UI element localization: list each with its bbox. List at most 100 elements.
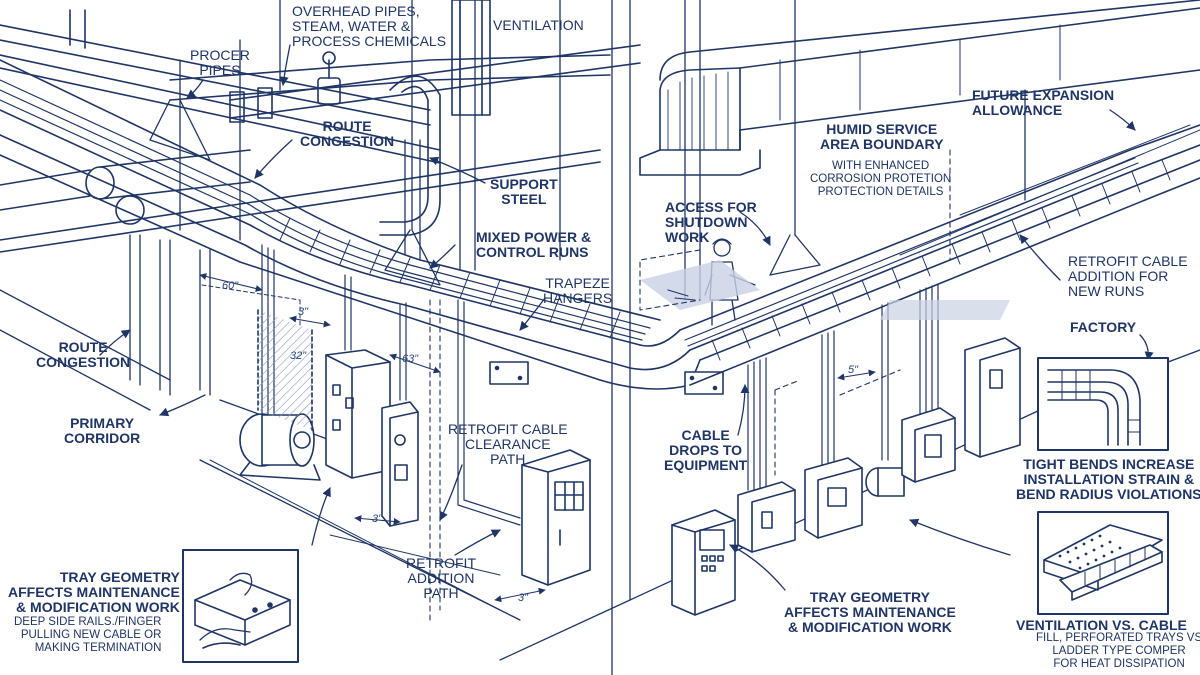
dim-60: 60" (222, 280, 239, 292)
procer-line-2: PIPES (199, 62, 241, 78)
future-expansion-label: FUTURE EXPANSION ALLOWANCE (972, 88, 1114, 118)
access-line-3: WORK (665, 229, 710, 245)
tray-mid-line-2: AFFECTS MAINTENANCE (784, 604, 956, 620)
humid-title-line-2: AREA BOUNDARY (820, 136, 944, 152)
tray-rungs-left (279, 217, 621, 339)
primary-corridor-label: PRIMARY CORRIDOR (64, 416, 140, 446)
dim-32: 32" (290, 350, 307, 362)
retrofit-add-line-1: RETROFIT (406, 555, 476, 571)
vent-desc-line-3: FOR HEAT DISSIPATION (1053, 658, 1185, 670)
ventilation-vs-cable-title: VENTILATION VS. CABLE (1016, 617, 1187, 633)
retrofit-clear-line-2: CLEARANCE (464, 436, 551, 452)
trapeze-line-2: HANGERS (543, 290, 613, 306)
dim-63: 63" (402, 353, 419, 365)
tools (667, 289, 696, 301)
retrofit-clearance-label: RETROFIT CABLE CLEARANCE PATH (448, 422, 568, 467)
tray-left-title-line-1: TRAY GEOMETRY (59, 569, 180, 585)
support-line-1: SUPPORT (490, 176, 558, 192)
tray-geometry-left-title: TRAY GEOMETRY AFFECTS MAINTENANCE & MODI… (8, 570, 180, 615)
dim-5: 5" (848, 364, 859, 376)
cable-drops-line-3: EQUIPMENT (664, 457, 748, 473)
control-panel-mid (381, 401, 419, 527)
operator-console (671, 509, 736, 616)
retrofit-add-line-2: ADDITION (407, 570, 475, 586)
humid-title-line-1: HUMID SERVICE (826, 121, 938, 137)
primary-line-1: PRIMARY (70, 415, 135, 431)
tray-geometry-left-desc: DEEP SIDE RAILS./FINGER PULLING NEW CABL… (14, 616, 161, 655)
retrofit-new-line-3: NEW RUNS (1068, 283, 1145, 299)
route-left-line-1: ROUTE (58, 339, 108, 355)
support-steel-label: SUPPORT STEEL (490, 177, 558, 207)
dim-3a: 3" (298, 306, 309, 318)
ventilation-label: VENTILATION (493, 17, 584, 33)
mixed-line-1: MIXED POWER & (476, 229, 592, 245)
inset-ventilation (1037, 511, 1169, 615)
clearance-dashes (429, 149, 951, 621)
route-congestion-top-label: ROUTE CONGESTION (300, 119, 394, 149)
trapeze-line-1: TRAPEZE (545, 275, 610, 291)
primary-line-2: CORRIDOR (64, 430, 141, 446)
vent-desc-line-2: LADDER TYPE COMPER (1052, 645, 1186, 657)
retrofit-add-line-3: PATH (423, 585, 459, 601)
route-top-line-2: CONGESTION (300, 133, 395, 149)
ventilation-duct (451, 0, 1200, 176)
tray-left-title-line-3: & MODIFICATION WORK (16, 599, 180, 615)
inset-left-tray-detail (182, 549, 299, 663)
access-line-2: SHUTDOWN (665, 214, 748, 230)
tray-left-desc-line-3: MAKING TERMINATION (34, 642, 162, 654)
dimension-lines (199, 273, 876, 611)
overhead-line-2: STEAM, WATER & (292, 18, 411, 34)
cable-drops-label: CABLE DROPS TO EQUIPMENT (664, 428, 747, 473)
tray-left-desc-line-2: PULLING NEW CABLE OR (20, 629, 162, 641)
cable-drops-line-1: CABLE (681, 427, 730, 443)
procer-pipes-label: PROCER PIPES (190, 48, 250, 78)
humid-desc-line-3: PROTECTION DETAILS (817, 186, 944, 198)
future-line-2: ALLOWANCE (972, 102, 1063, 118)
tight-bends-label: TIGHT BENDS INCREASE INSTALLATION STRAIN… (1016, 457, 1200, 502)
inset-tight-bends (1037, 357, 1169, 451)
access-shutdown-label: ACCESS FOR SHUTDOWN WORK (665, 200, 757, 245)
tray-left-desc-line-1: DEEP SIDE RAILS./FINGER (14, 616, 162, 628)
access-line-1: ACCESS FOR (665, 199, 757, 215)
procer-line-1: PROCER (190, 47, 250, 63)
vent-desc-line-1: FILL, PERFORATED TRAYS VS (1036, 632, 1200, 644)
route-top-line-1: ROUTE (322, 118, 372, 134)
overhead-pipes-label: OVERHEAD PIPES, STEAM, WATER & PROCESS C… (292, 4, 446, 49)
main-cable-tray-left-run (0, 59, 661, 381)
dim-3c: 3" (518, 592, 529, 604)
tight-line-3: BEND RADIUS VIOLATIONS (1016, 486, 1200, 502)
overhead-pipes (0, 9, 641, 253)
retrofit-clear-line-3: PATH (490, 451, 526, 467)
junction-boxes-right (737, 337, 1021, 553)
tight-line-1: TIGHT BENDS INCREASE (1023, 456, 1195, 472)
tray-left-title-line-2: AFFECTS MAINTENANCE (8, 584, 180, 600)
mixed-line-2: CONTROL RUNS (476, 244, 589, 260)
humid-desc-line-2: CORROSION PROTETION (810, 173, 952, 185)
tray-mid-line-3: & MODIFICATION WORK (788, 619, 952, 635)
main-cable-tray-right-run (679, 124, 1200, 386)
trapeze-hangers-label: TRAPEZE HANGERS (543, 276, 612, 306)
tray-geometry-mid-label: TRAY GEOMETRY AFFECTS MAINTENANCE & MODI… (784, 590, 956, 635)
retrofit-new-line-1: RETROFIT CABLE (1068, 253, 1188, 269)
dim-3b: 3" (372, 513, 383, 525)
humid-desc-line-1: WITH ENHANCED (832, 160, 930, 172)
route-left-line-2: CONGESTION (36, 354, 131, 370)
control-panel-left (325, 349, 391, 479)
motor-left (239, 413, 321, 481)
retrofit-clear-line-1: RETROFIT CABLE (448, 421, 568, 437)
tray-rungs-right (711, 159, 1171, 361)
ventilation-vs-cable-desc: FILL, PERFORATED TRAYS VS LADDER TYPE CO… (1036, 632, 1200, 671)
tight-line-2: INSTALLATION STRAIN & (1023, 471, 1195, 487)
route-congestion-left-label: ROUTE CONGESTION (36, 340, 130, 370)
shaded-work-areas (640, 260, 1010, 320)
overhead-line-1: OVERHEAD PIPES, (292, 3, 420, 19)
support-line-2: STEEL (501, 191, 547, 207)
factory-label: FACTORY (1070, 319, 1137, 335)
hanger-rods-left (179, 0, 561, 271)
tray-mid-line-1: TRAY GEOMETRY (809, 589, 930, 605)
future-line-1: FUTURE EXPANSION (972, 87, 1115, 103)
cable-drops-line-2: DROPS TO (669, 442, 743, 458)
retrofit-new-runs-label: RETROFIT CABLE ADDITION FOR NEW RUNS (1068, 254, 1188, 299)
